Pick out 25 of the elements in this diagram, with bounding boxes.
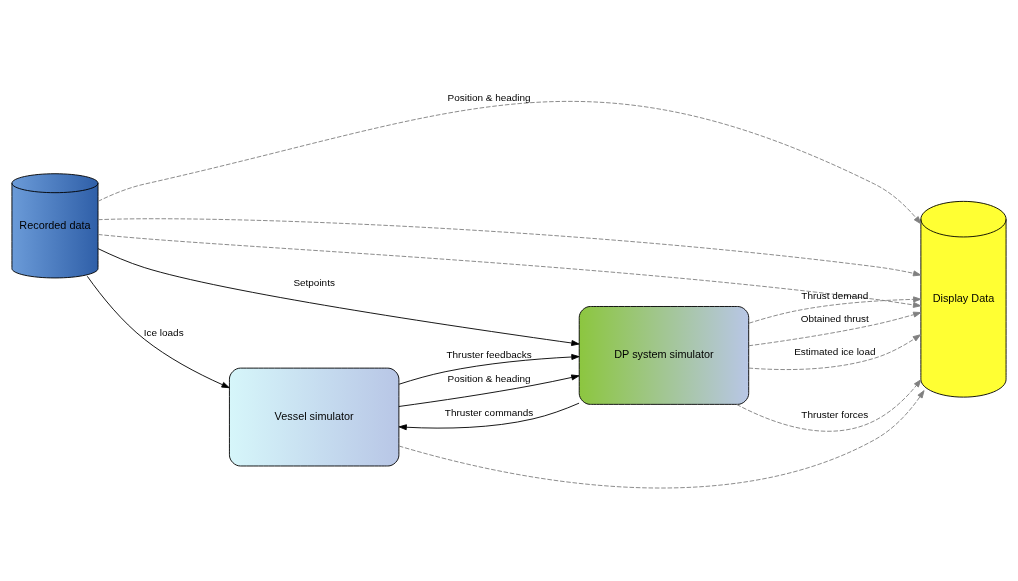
- arrow: [97, 248, 580, 346]
- arrow: [97, 100, 922, 225]
- arrow: [398, 390, 925, 489]
- arrow: [748, 311, 922, 347]
- edge-label: Ice loads: [143, 327, 184, 339]
- edge-label: Position & heading: [447, 373, 531, 385]
- arrow: [748, 296, 922, 324]
- arrow: [736, 379, 922, 432]
- arrow: [398, 354, 580, 385]
- edge-label: Estimated ice load: [794, 346, 876, 358]
- edge-label: Thruster feedbacks: [446, 348, 532, 360]
- node-box: Vessel simulator: [228, 367, 400, 467]
- node-box: DP system simulator: [578, 306, 750, 405]
- arrow: [86, 275, 230, 389]
- arrow: [398, 402, 580, 431]
- edge-label: Thruster commands: [444, 406, 534, 418]
- edge-label: Position & heading: [447, 91, 531, 103]
- edge-label: Setpoints: [293, 277, 335, 289]
- arrow: [748, 334, 921, 370]
- arrow: [97, 234, 922, 308]
- edge-label: Thrust demand: [801, 290, 869, 302]
- edge-label: Obtained thrust: [800, 312, 869, 324]
- edge-label: Thruster forces: [801, 408, 869, 420]
- arrow: [398, 374, 580, 407]
- arrow: [97, 218, 922, 277]
